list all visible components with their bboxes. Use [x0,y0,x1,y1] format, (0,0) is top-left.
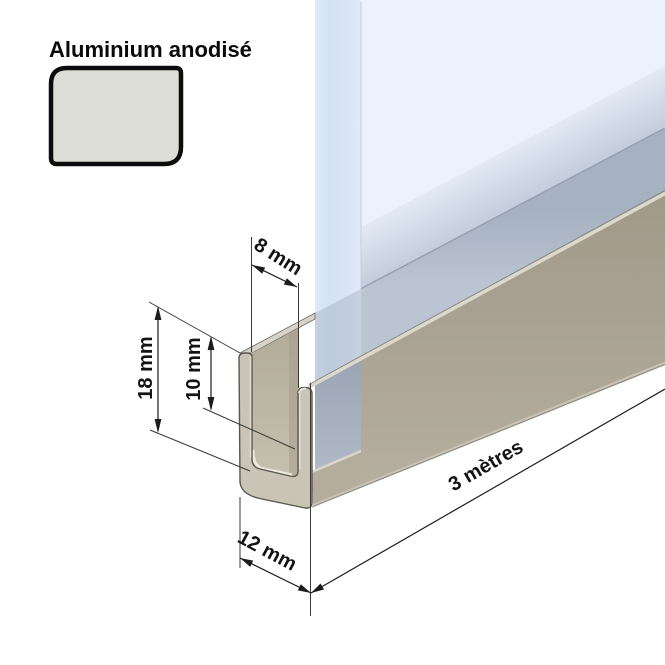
cut-face-top-arc-highlight [298,387,307,394]
near-wall-top-line [308,190,665,385]
channel-interior-shadow [289,329,298,479]
arrow-10mm-bottom [207,397,215,411]
near-wall-top-highlight [307,191,665,389]
bottom-edge-highlight [312,361,665,506]
arrow-3m [311,583,324,593]
far-wall-top-edge [314,127,665,314]
near-wall-outer-face [361,192,665,487]
glass-over-profile-band [361,128,665,358]
dim-line-3m [310,388,665,594]
ext-line-18mm-bottom [149,429,251,472]
arrow-18mm-top [154,306,162,320]
label-inner-depth: 10 mm [183,337,205,400]
ext-line-top [148,301,241,354]
glass-reflection-band [361,66,665,289]
arrow-12mm-left [240,558,254,567]
arrow-10mm-top [207,336,215,350]
label-outer-height: 18 mm [135,336,157,399]
channel-bottom-recess [312,452,361,506]
glass-edge-in-channel [315,358,361,470]
arrow-18mm-bottom [154,419,162,433]
channel-interior [252,329,298,476]
material-legend: Aluminium anodisé [48,37,252,167]
u-channel-profile [238,190,665,509]
inner-corner-highlight [251,449,293,477]
arrow-12mm-right [297,584,311,593]
arrow-8mm-left [252,265,266,274]
ext-line-10mm-bottom [202,407,296,450]
material-swatch [48,65,184,167]
arrow-8mm-right [283,278,297,287]
bottom-edge-line [311,363,665,508]
cut-face [238,352,313,509]
glass-front-edge [315,0,361,383]
glass-front-edge-shaded [315,289,361,383]
glass-panel [314,0,665,470]
channel-bottom-highlight [311,449,362,474]
dim-line-12mm [239,557,312,594]
material-label: Aluminium anodisé [49,37,252,62]
